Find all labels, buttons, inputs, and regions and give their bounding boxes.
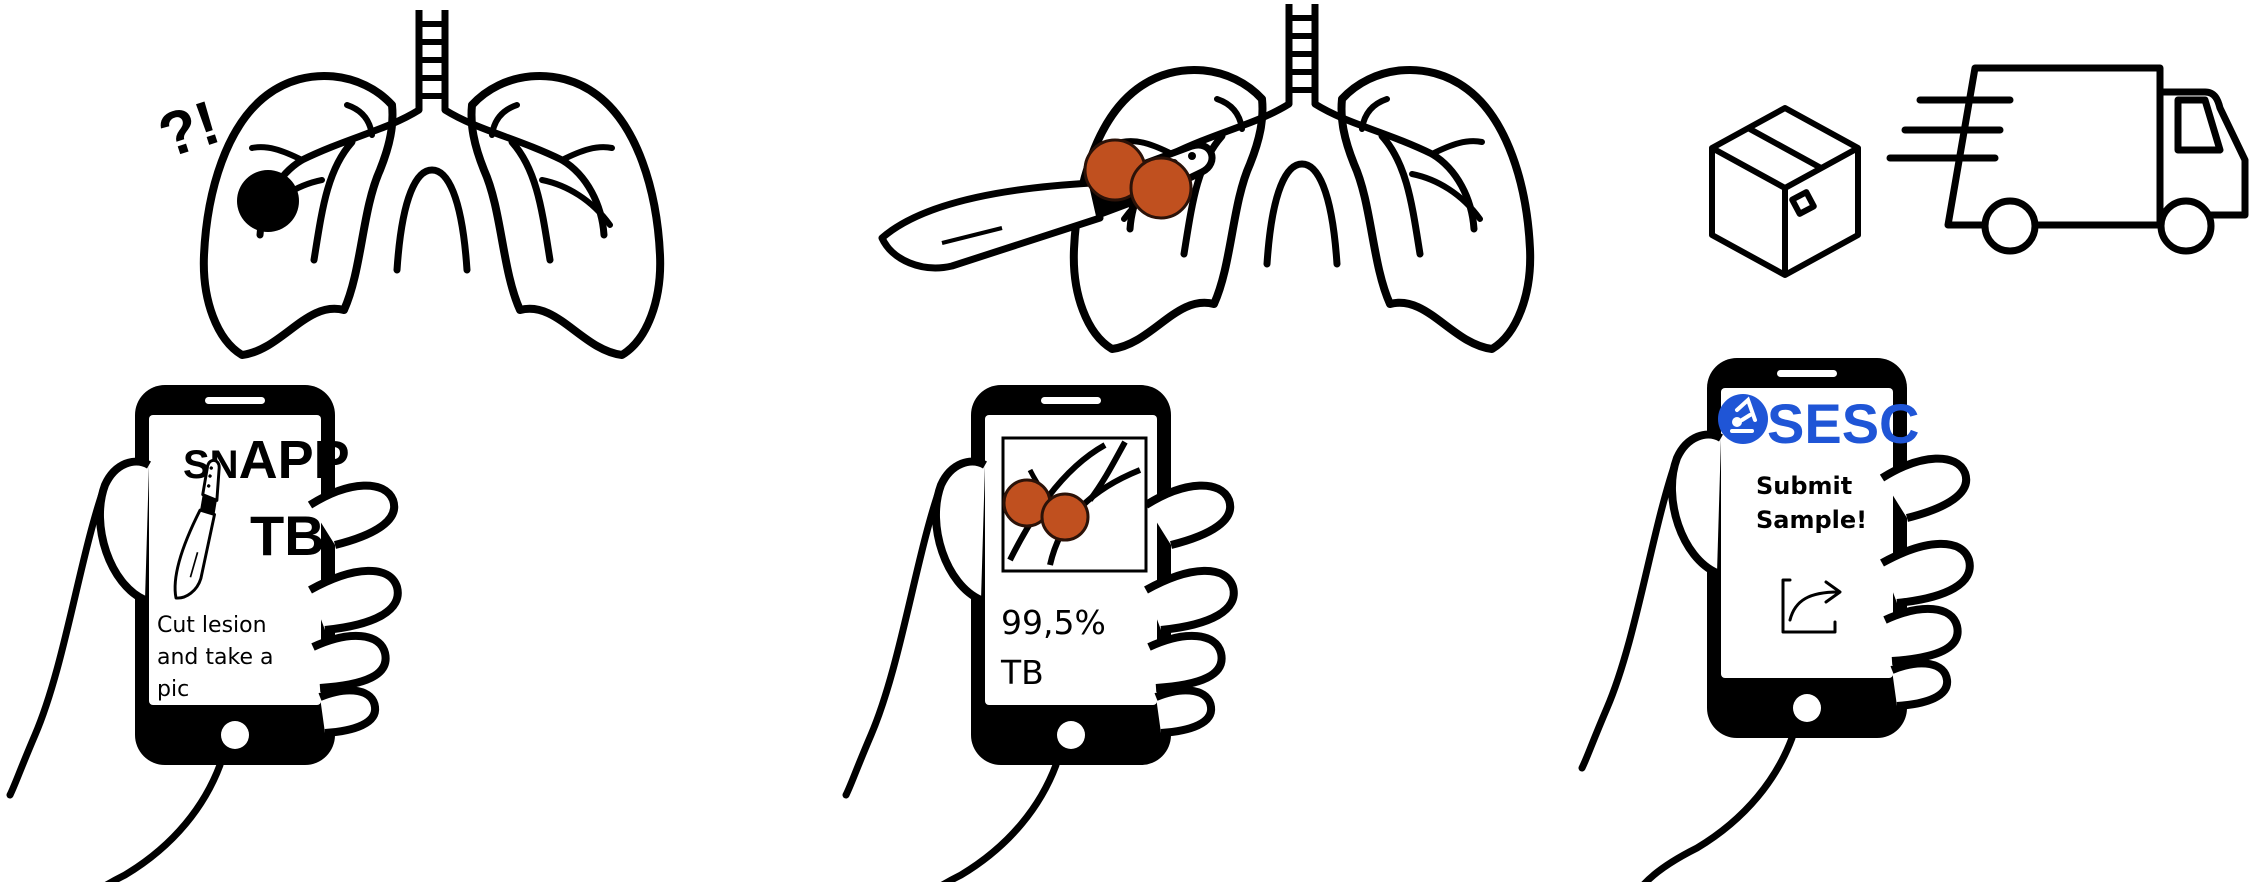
- submit-line-2: Sample!: [1756, 506, 1867, 534]
- app-title-tb: TB: [250, 504, 325, 567]
- result-label: TB: [1000, 653, 1044, 692]
- app-title-big: APP: [239, 430, 350, 490]
- delivery-truck-icon: [1890, 68, 2245, 251]
- submit-line-1: Submit: [1756, 472, 1852, 500]
- instruction-line-2: and take a: [157, 645, 273, 670]
- result-value: 99,5%: [1001, 603, 1106, 642]
- question-marker: ?!: [151, 88, 228, 172]
- lesion-photo-icon: [1003, 438, 1146, 571]
- microscope-logo-icon: [1718, 394, 1768, 444]
- panel-2: 99,5% TB: [846, 4, 1530, 882]
- panel-3: SESC Submit Sample!: [1582, 68, 2245, 882]
- panel-1: ?! SNAPP TB Cut lesion and take a pic: [10, 10, 660, 882]
- instruction-line-1: Cut lesion: [157, 613, 267, 638]
- lesion-dot-icon: [237, 170, 299, 232]
- logo-text: SESC: [1767, 392, 1920, 455]
- box-icon: [1712, 108, 1858, 275]
- instruction-line-3: pic: [157, 677, 189, 702]
